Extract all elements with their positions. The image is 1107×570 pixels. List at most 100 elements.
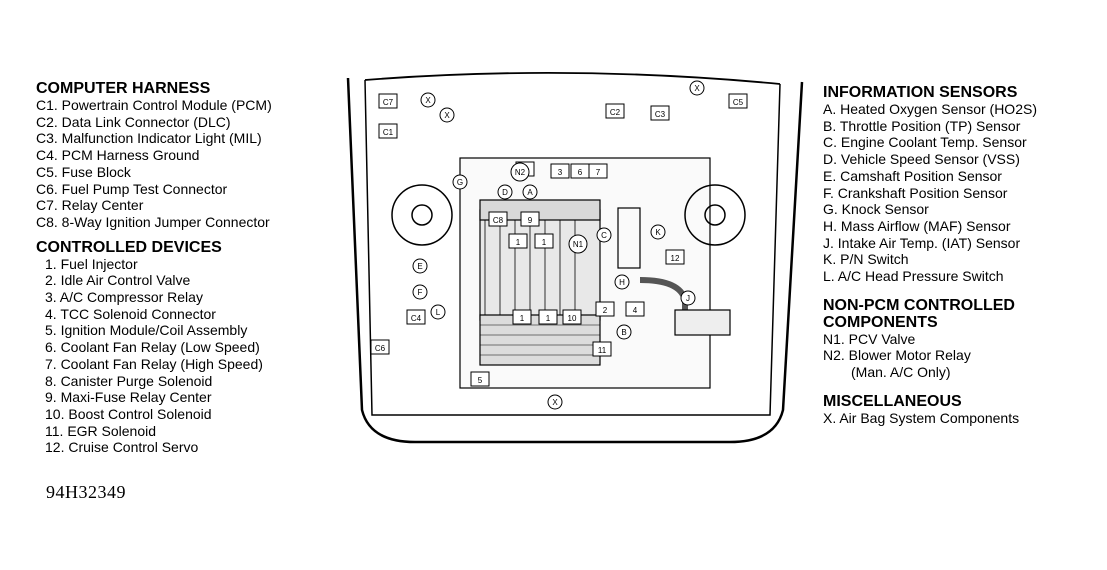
computer-harness-heading: COMPUTER HARNESS xyxy=(36,80,211,97)
callout-box xyxy=(562,309,582,325)
sensor-callout-circle xyxy=(420,92,436,108)
sensor-callout-circle xyxy=(680,290,696,306)
sensor-callout-label: X xyxy=(694,84,700,93)
sensor-callout-label: X xyxy=(552,398,558,407)
callout-label: C7 xyxy=(383,98,394,107)
callout-label: 5 xyxy=(478,376,483,385)
controlled-device-item: 2. Idle Air Control Valve xyxy=(45,272,191,289)
callout-box xyxy=(588,163,608,179)
computer-harness-item: C6. Fuel Pump Test Connector xyxy=(36,180,228,197)
non-pcm-item: N2. Blower Motor Relay xyxy=(823,347,971,364)
callout-box xyxy=(370,339,390,355)
controlled-device-item: 5. Ignition Module/Coil Assembly xyxy=(45,322,248,339)
right-legend: INFORMATION SENSORS A. Heated Oxygen Sen… xyxy=(823,84,1103,427)
information-sensor-item: A. Heated Oxygen Sensor (HO2S) xyxy=(823,101,1037,117)
callout-box xyxy=(550,163,570,179)
callout-box xyxy=(605,103,625,119)
controlled-device-item: 1. Fuel Injector xyxy=(45,255,138,272)
controlled-device-item: 4. TCC Solenoid Connector xyxy=(45,305,216,322)
sensor-callout-circle xyxy=(689,80,705,96)
sensor-callout-label: G xyxy=(457,178,463,187)
callout-label: 4 xyxy=(633,306,638,315)
controlled-device-item: 7. Coolant Fan Relay (High Speed) xyxy=(45,355,263,372)
callout-label: 1 xyxy=(520,314,525,323)
callout-label: 11 xyxy=(598,346,607,355)
callout-box xyxy=(406,309,426,325)
information-sensor-item: H. Mass Airflow (MAF) Sensor xyxy=(823,217,1011,234)
sensor-callout-label: C xyxy=(601,231,607,240)
non-pcm-note: (Man. A/C Only) xyxy=(851,364,951,381)
cooling-fans xyxy=(391,184,746,246)
figure-code: 94H32349 xyxy=(46,482,126,502)
information-sensors-heading: INFORMATION SENSORS xyxy=(823,84,1018,101)
sensor-callout-circle xyxy=(522,184,538,200)
controlled-device-item: 12. Cruise Control Servo xyxy=(45,439,199,456)
callout-label: 12 xyxy=(671,254,680,263)
compartment-outline xyxy=(346,71,804,444)
callout-label: C6 xyxy=(375,344,386,353)
callout-label: 7 xyxy=(596,168,601,177)
callout-label: 1 xyxy=(546,314,551,323)
callout-label: 6 xyxy=(578,168,583,177)
sensor-callout-circle xyxy=(430,304,446,320)
controlled-device-item: 9. Maxi-Fuse Relay Center xyxy=(45,389,212,406)
sensor-callout-circle xyxy=(614,274,630,290)
callout-box xyxy=(520,211,540,227)
information-sensor-item: D. Vehicle Speed Sensor (VSS) xyxy=(823,151,1020,168)
computer-harness-item: C7. Relay Center xyxy=(36,197,144,214)
callout-box xyxy=(488,211,508,227)
computer-harness-item: C1. Powertrain Control Module (PCM) xyxy=(36,97,272,113)
non-pcm-item: N1. PCV Valve xyxy=(823,330,916,347)
sensor-callout-label: B xyxy=(621,328,626,337)
callout-box xyxy=(665,249,685,265)
sensor-callout-label: N2 xyxy=(515,168,526,177)
sensor-callout-label: K xyxy=(655,228,661,237)
callout-box xyxy=(625,301,645,317)
callout-label: 1 xyxy=(542,238,547,247)
information-sensor-item: E. Camshaft Position Sensor xyxy=(823,167,1002,184)
sensor-callout-circle xyxy=(616,324,632,340)
sensor-callout-circle xyxy=(439,107,455,123)
sensor-callout-circle xyxy=(596,227,612,243)
diagram-labels: C7C1C2C3C5C8C4C6C36711111024111259GDACKE… xyxy=(370,80,748,410)
callout-label: C2 xyxy=(610,108,621,117)
sensor-callout-label: F xyxy=(418,288,423,297)
callout-label: C3 xyxy=(655,110,666,119)
information-sensor-item: C. Engine Coolant Temp. Sensor xyxy=(823,134,1027,151)
sensor-callout-label: E xyxy=(417,262,422,271)
callout-box xyxy=(508,233,528,249)
sensor-callout-label: H xyxy=(619,278,625,287)
controlled-device-item: 11. EGR Solenoid xyxy=(45,422,157,439)
callout-box xyxy=(595,301,615,317)
callout-label: 9 xyxy=(528,216,533,225)
callout-label: C4 xyxy=(411,314,422,323)
callout-box xyxy=(592,341,612,357)
computer-harness-item: C4. PCM Harness Ground xyxy=(36,147,200,164)
controlled-device-item: 10. Boost Control Solenoid xyxy=(45,405,212,422)
controlled-device-item: 6. Coolant Fan Relay (Low Speed) xyxy=(45,339,260,356)
sensor-callout-circle xyxy=(568,234,588,254)
callout-label: C1 xyxy=(383,128,394,137)
sensor-callout-circle xyxy=(412,258,428,274)
computer-harness-list: C1. Powertrain Control Module (PCM)C2. D… xyxy=(36,97,336,231)
callout-label: 2 xyxy=(603,306,608,315)
callout-label: C8 xyxy=(493,216,504,225)
controlled-device-item: 3. A/C Compressor Relay xyxy=(45,289,203,306)
information-sensor-item: J. Intake Air Temp. (IAT) Sensor xyxy=(823,234,1021,251)
information-sensor-item: K. P/N Switch xyxy=(823,251,909,268)
engine-compartment-diagram: C7C1C2C3C5C8C4C6C36711111024111259GDACKE… xyxy=(346,71,804,444)
callout-box xyxy=(470,371,490,387)
sensor-callout-label: D xyxy=(502,188,508,197)
callout-label: 3 xyxy=(558,168,563,177)
computer-harness-item: C2. Data Link Connector (DLC) xyxy=(36,113,231,130)
information-sensor-item: B. Throttle Position (TP) Sensor xyxy=(823,117,1021,134)
information-sensor-item: L. A/C Head Pressure Switch xyxy=(823,268,1004,285)
controlled-device-item: 8. Canister Purge Solenoid xyxy=(45,372,213,389)
computer-harness-item: C5. Fuse Block xyxy=(36,163,131,180)
sensor-callout-label: A xyxy=(527,188,533,197)
controlled-devices-heading: CONTROLLED DEVICES xyxy=(36,238,222,256)
non-pcm-heading-line1: NON-PCM CONTROLLED xyxy=(823,296,1015,314)
callout-box xyxy=(534,233,554,249)
information-sensor-item: G. Knock Sensor xyxy=(823,201,929,218)
